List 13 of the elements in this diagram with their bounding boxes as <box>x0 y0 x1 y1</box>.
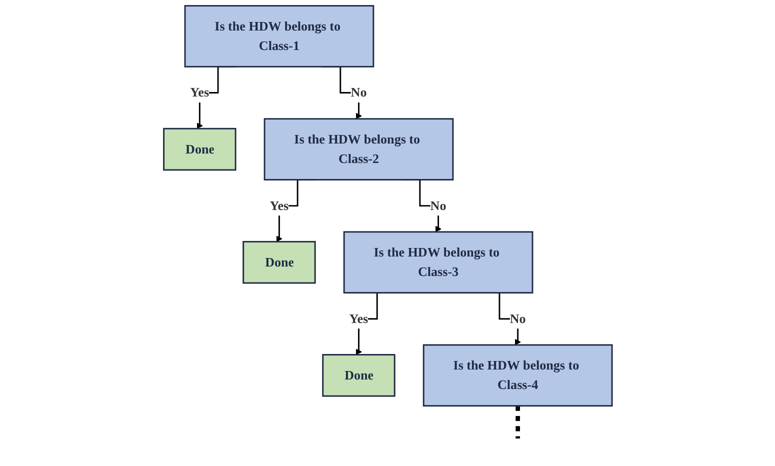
edge-label: No <box>509 311 526 326</box>
edge-label: No <box>430 198 446 213</box>
node-box: Is the HDW belongs to Class-3 <box>342 231 533 294</box>
edge-label: Yes <box>190 85 209 100</box>
node-box: Done <box>242 240 316 284</box>
edge-label: No <box>350 85 366 100</box>
node-box: Is the HDW belongs to Class-4 <box>422 344 612 407</box>
node-box: Done <box>162 128 236 171</box>
edge-label: Yes <box>348 311 368 326</box>
node-box: Is the HDW belongs to Class-2 <box>263 118 454 180</box>
node-box: Is the HDW belongs to Class-1 <box>184 5 374 68</box>
edge-label: Yes <box>269 198 288 213</box>
node-box: Done <box>322 354 395 397</box>
